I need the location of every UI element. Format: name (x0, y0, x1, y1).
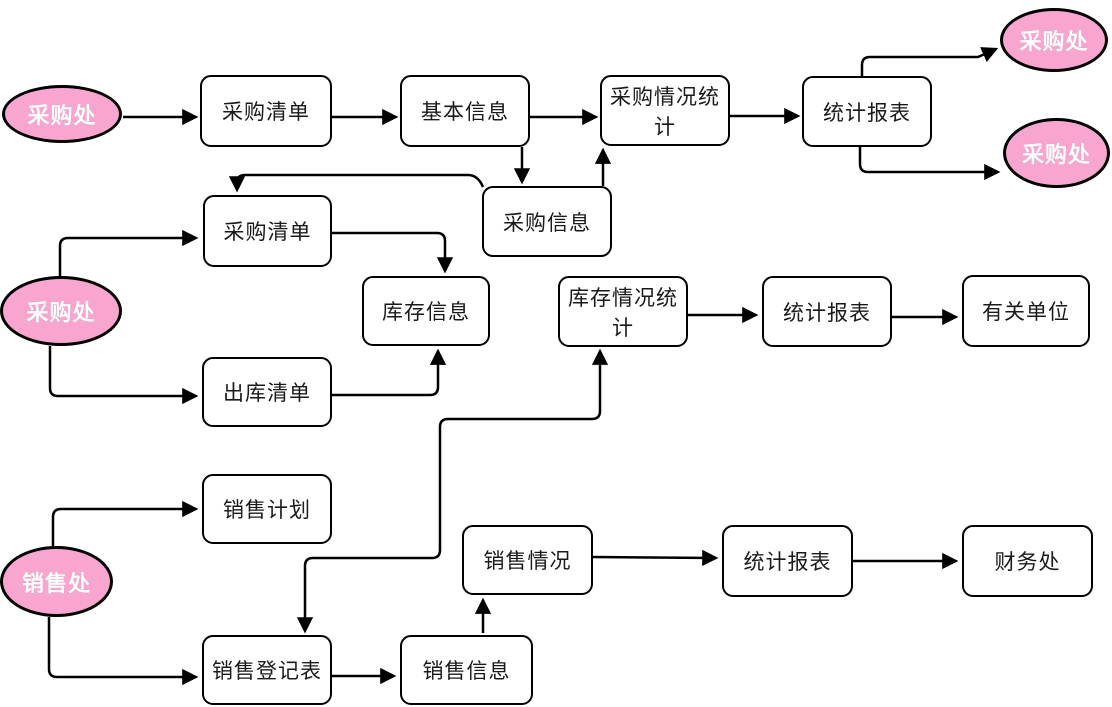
edge-r4-e3 (858, 147, 1001, 181)
edge-e5-r16 (47, 617, 199, 686)
edge-e4-r8 (48, 346, 199, 405)
node-finance-office: 财务处 (962, 525, 1093, 597)
node-inventory-stats: 库存情况统计 (558, 276, 688, 347)
node-sales-plan: 销售计划 (202, 474, 332, 544)
node-purchase-stats: 采购情况统计 (600, 75, 730, 146)
edge-r4-e2 (860, 47, 999, 76)
node-stats-report-1: 统计报表 (802, 76, 932, 147)
entity-sales-office: 销售处 (0, 546, 113, 617)
edge-r5-r6 (228, 173, 485, 193)
node-outbound-list: 出库清单 (202, 357, 332, 427)
node-stats-report-2: 统计报表 (762, 276, 892, 347)
edge-r6-r7 (332, 231, 454, 274)
node-sales-status: 销售情况 (462, 525, 593, 595)
node-purchase-list-2: 采购清单 (203, 195, 332, 267)
edge-r8-r7 (332, 348, 447, 397)
entity-purchasing-office-1: 采购处 (2, 85, 122, 143)
node-purchase-info: 采购信息 (482, 186, 612, 257)
node-inventory-info: 库存信息 (362, 276, 490, 346)
node-stats-report-3: 统计报表 (722, 525, 853, 597)
entity-purchasing-office-4: 采购处 (0, 276, 122, 346)
node-related-units: 有关单位 (962, 275, 1090, 347)
edge-r13-r14 (592, 549, 719, 567)
entity-purchasing-office-3: 采购处 (1003, 118, 1110, 188)
entity-purchasing-office-2: 采购处 (1000, 8, 1108, 72)
node-purchase-list-1: 采购清单 (200, 75, 332, 147)
edge-e5-r12 (51, 500, 199, 546)
node-basic-info: 基本信息 (400, 75, 530, 147)
edge-e4-r6 (58, 229, 199, 277)
node-sales-info: 销售信息 (400, 635, 533, 705)
node-sales-register: 销售登记表 (202, 635, 332, 705)
